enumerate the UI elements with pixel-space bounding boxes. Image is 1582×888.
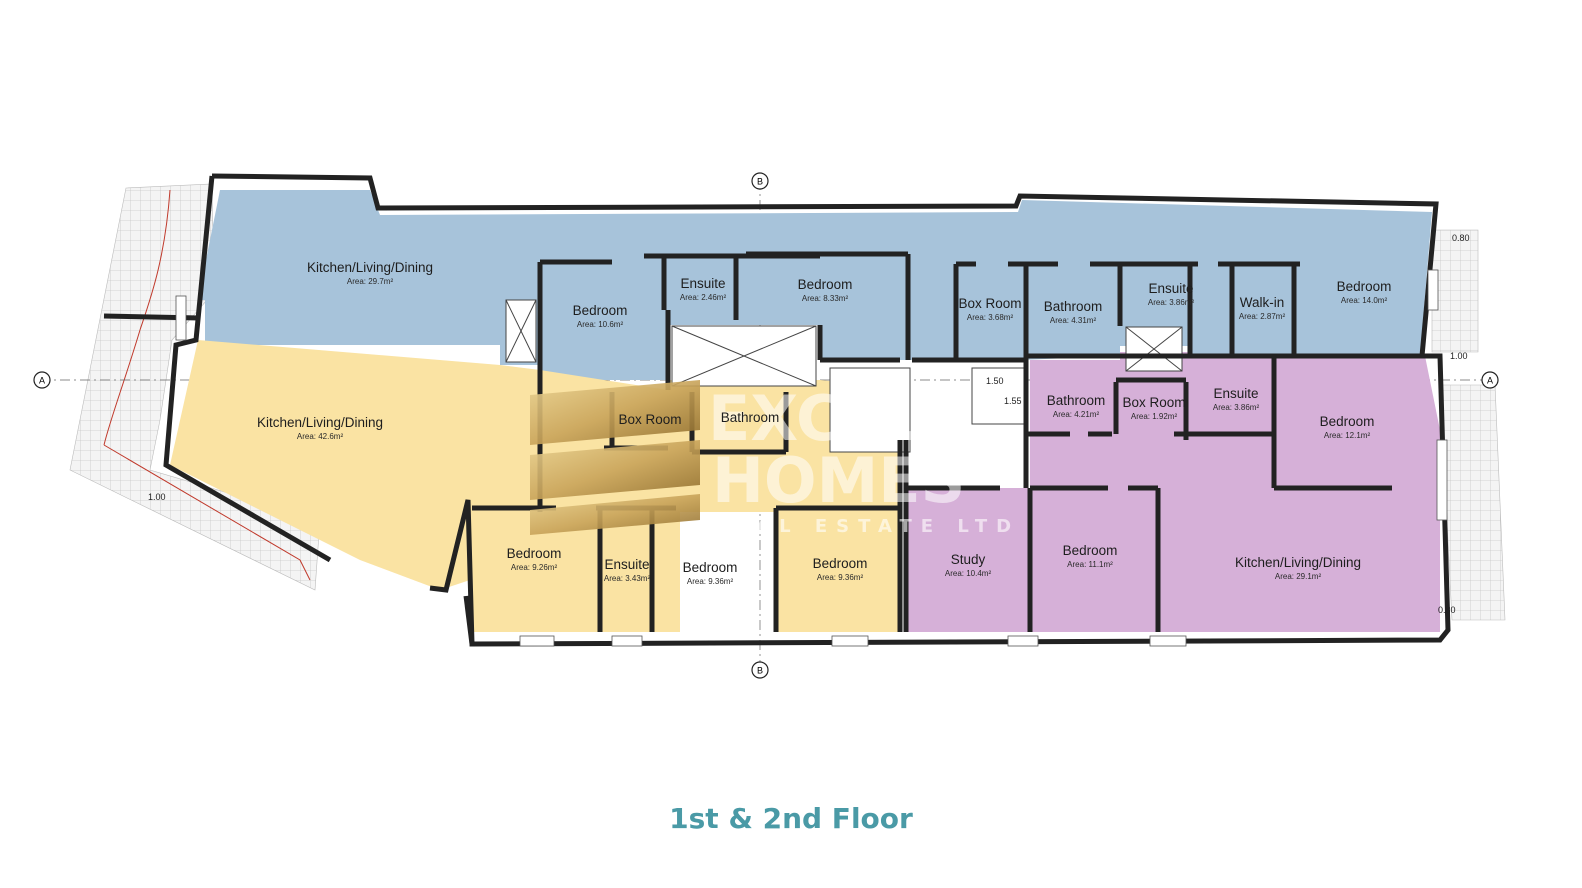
blue-room-labels: Kitchen/Living/Dining Area: 29.7m² Bedro… xyxy=(307,260,1391,329)
room-name: Kitchen/Living/Dining xyxy=(1235,555,1361,570)
room-area: Area: 3.43m² xyxy=(604,574,651,583)
room-name: Ensuite xyxy=(604,557,649,572)
room-name: Ensuite xyxy=(680,276,725,291)
room-name: Study xyxy=(951,552,986,567)
room-area: Area: 4.21m² xyxy=(1053,410,1100,419)
walls xyxy=(103,173,1451,647)
floor-title: 1st & 2nd Floor xyxy=(669,802,913,835)
room-name: Bedroom xyxy=(798,277,853,292)
room-area: Area: 10.6m² xyxy=(577,320,624,329)
svg-text:B: B xyxy=(757,177,763,187)
watermark-line2: HOMES xyxy=(712,444,965,517)
room-area: Area: 3.86m² xyxy=(1213,403,1260,412)
room-area: Area: 9.26m² xyxy=(511,563,558,572)
dimension-label: 1.50 xyxy=(986,376,1004,386)
room-name: Box Room xyxy=(1122,395,1185,410)
dimension-label: 0.80 xyxy=(1438,605,1456,615)
section-marker-a-left: A xyxy=(33,371,51,389)
room-name: Bedroom xyxy=(1337,279,1392,294)
dimension-label: 0.80 xyxy=(1452,233,1470,243)
room-area: Area: 29.1m² xyxy=(1275,572,1322,581)
room-area: Area: 42.6m² xyxy=(297,432,344,441)
room-name: Box Room xyxy=(958,296,1021,311)
room-area: Area: 29.7m² xyxy=(347,277,394,286)
windows xyxy=(175,269,1448,647)
room-area: Area: 1.92m² xyxy=(1131,412,1178,421)
yellow-room-labels: Kitchen/Living/Dining Area: 42.6m² Box R… xyxy=(257,410,867,586)
watermark-logo: EXCEL HOMES REAL ESTATE LTD xyxy=(530,380,1020,537)
room-area: Area: 12.1m² xyxy=(1324,431,1371,440)
room-area: Area: 14.0m² xyxy=(1341,296,1388,305)
room-name: Kitchen/Living/Dining xyxy=(257,415,383,430)
terrace-tiles xyxy=(69,183,1506,621)
section-marker-a-right: A xyxy=(1481,371,1499,389)
dimension-label: 1.55 xyxy=(1004,396,1022,406)
room-area: Area: 3.68m² xyxy=(967,313,1014,322)
dimension-labels: 0.80 1.00 1.00 0.80 1.50 1.55 xyxy=(148,233,1470,615)
room-area: Area: 4.31m² xyxy=(1050,316,1097,325)
dimension-label: 1.00 xyxy=(148,492,166,502)
room-area: Area: 9.36m² xyxy=(817,573,864,582)
room-name: Walk-in xyxy=(1240,295,1285,310)
room-name: Ensuite xyxy=(1148,281,1193,296)
room-area: Area: 10.4m² xyxy=(945,569,992,578)
section-markers: A A B B xyxy=(33,172,1499,679)
room-name: Bedroom xyxy=(573,303,628,318)
watermark-line1: EXCEL xyxy=(708,382,923,455)
svg-text:A: A xyxy=(1487,376,1493,386)
room-name: Bedroom xyxy=(683,560,738,575)
room-name: Bedroom xyxy=(507,546,562,561)
room-name: Box Room xyxy=(618,412,681,427)
dimension-label: 1.00 xyxy=(1450,351,1468,361)
section-marker-b-bottom: B xyxy=(751,661,769,679)
watermark-line3: REAL ESTATE LTD xyxy=(712,516,1020,537)
room-area: Area: 3.86m² xyxy=(1148,298,1195,307)
room-name: Bathroom xyxy=(721,410,780,425)
room-name: Bedroom xyxy=(1063,543,1118,558)
room-name: Bathroom xyxy=(1047,393,1106,408)
room-area: Area: 11.1m² xyxy=(1067,560,1113,569)
room-area: Area: 9.36m² xyxy=(687,577,734,586)
room-name: Bedroom xyxy=(1320,414,1375,429)
room-area: Area: 2.46m² xyxy=(680,293,727,302)
room-name: Kitchen/Living/Dining xyxy=(307,260,433,275)
section-marker-b-top: B xyxy=(751,172,769,190)
room-name: Bathroom xyxy=(1044,299,1103,314)
room-name: Bedroom xyxy=(813,556,868,571)
svg-text:B: B xyxy=(757,666,763,676)
stair-cores xyxy=(505,299,1183,453)
purple-room-labels: Bathroom Area: 4.21m² Box Room Area: 1.9… xyxy=(945,386,1375,581)
svg-text:A: A xyxy=(39,376,45,386)
boundary-lines xyxy=(103,189,311,581)
unit-purple xyxy=(906,352,1440,632)
room-area: Area: 2.87m² xyxy=(1239,312,1286,321)
room-name: Ensuite xyxy=(1213,386,1258,401)
room-area: Area: 8.33m² xyxy=(802,294,849,303)
